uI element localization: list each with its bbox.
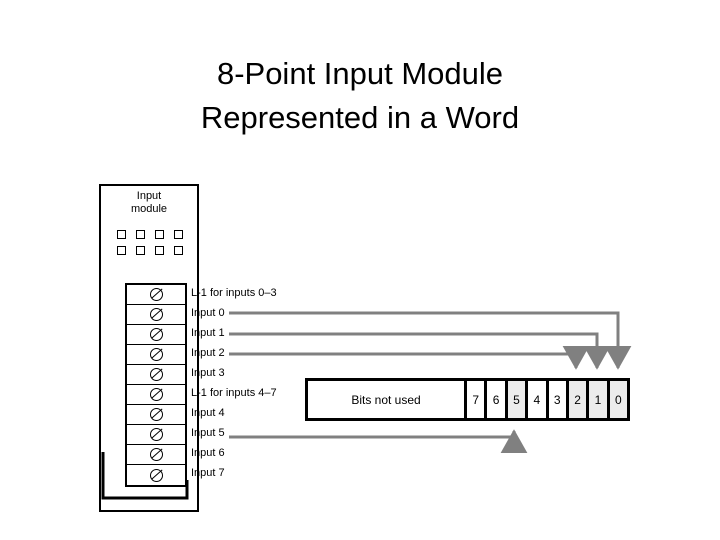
bit-cell-3: 3 — [548, 381, 569, 418]
title-line-2: Represented in a Word — [200, 100, 520, 135]
terminal-label: L-1 for inputs 0–3 — [191, 287, 277, 299]
terminal-screw-icon — [149, 468, 163, 482]
terminal-strip — [125, 283, 187, 487]
led-indicator — [117, 246, 126, 255]
led-indicator — [174, 246, 183, 255]
terminal-row — [127, 345, 185, 365]
terminal-row — [127, 445, 185, 465]
bit-cell-7: 7 — [467, 381, 488, 418]
terminal-label: L-1 for inputs 4–7 — [191, 387, 277, 399]
terminal-row — [127, 325, 185, 345]
slide-title: 8-Point Input Module Represented in a Wo… — [0, 52, 720, 140]
bit-cell-1: 1 — [589, 381, 610, 418]
terminal-label: Input 4 — [191, 407, 225, 419]
bit-cell-0: 0 — [609, 381, 627, 418]
led-indicator-grid — [112, 230, 188, 255]
module-label-line-2: module — [130, 203, 168, 215]
bits-not-used-cell: Bits not used — [308, 381, 467, 418]
terminal-label: Input 3 — [191, 367, 225, 379]
terminal-row — [127, 305, 185, 325]
terminal-screw-icon — [149, 308, 163, 321]
terminal-row — [127, 405, 185, 425]
title-line-1: 8-Point Input Module — [216, 56, 504, 91]
terminal-row — [127, 365, 185, 385]
led-indicator — [155, 246, 164, 255]
terminal-label: Input 5 — [191, 427, 225, 439]
terminal-screw-icon — [149, 288, 163, 301]
terminal-label: Input 0 — [191, 307, 225, 319]
terminal-row — [127, 425, 185, 445]
led-indicator — [155, 230, 164, 239]
terminal-label: Input 6 — [191, 447, 225, 459]
led-indicator — [117, 230, 126, 239]
led-indicator — [136, 230, 145, 239]
module-label-line-1: Input — [136, 190, 162, 202]
terminal-screw-icon — [149, 388, 163, 401]
terminal-screw-icon — [149, 368, 163, 381]
terminal-row — [127, 285, 185, 305]
led-indicator — [174, 230, 183, 239]
bit-cell-2: 2 — [568, 381, 590, 418]
led-indicator — [136, 246, 145, 255]
terminal-screw-icon — [149, 328, 163, 341]
bit-cell-4: 4 — [528, 381, 549, 418]
terminal-label: Input 7 — [191, 467, 225, 479]
bit-cell-5: 5 — [507, 381, 529, 418]
terminal-label: Input 2 — [191, 347, 225, 359]
terminal-screw-icon — [149, 348, 163, 361]
terminal-row — [127, 385, 185, 405]
terminal-screw-icon — [149, 428, 163, 441]
input-module-label: Input module — [99, 190, 199, 216]
terminal-label: Input 1 — [191, 327, 225, 339]
bit-cell-6: 6 — [487, 381, 508, 418]
terminal-row — [127, 465, 185, 485]
terminal-screw-icon — [149, 408, 163, 421]
terminal-screw-icon — [149, 448, 163, 461]
